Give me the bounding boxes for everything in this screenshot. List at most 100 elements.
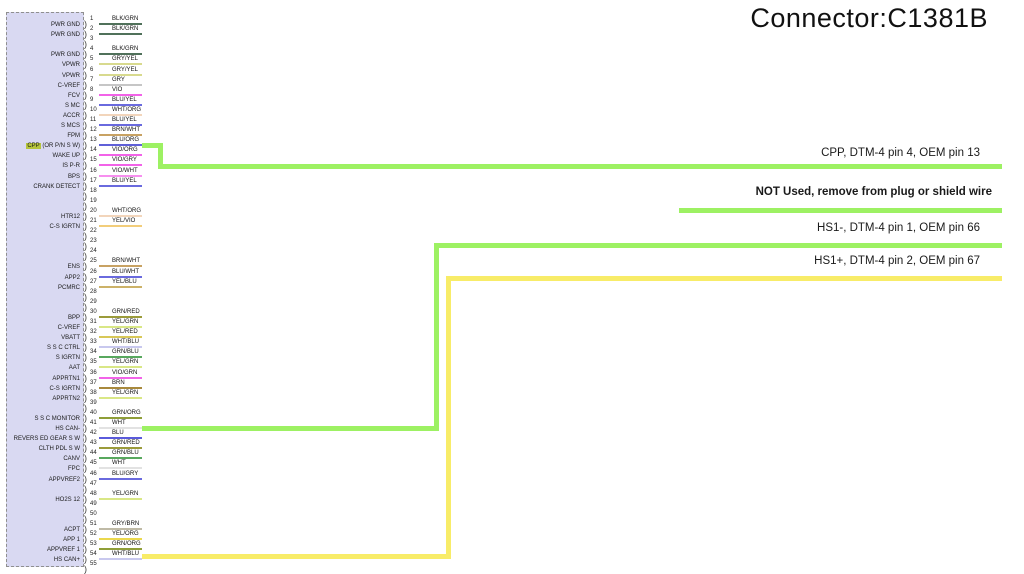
highlighted-signal: CPP <box>26 143 41 150</box>
cpp-wire-segment <box>158 163 1002 169</box>
signal-label: PCMRC <box>58 284 80 291</box>
wire-color-label: BLU/YEL <box>112 117 137 123</box>
signal-label: APPRTN1 <box>52 375 80 382</box>
pin-number: 16 <box>90 167 97 174</box>
pin-bracket: ) <box>84 271 87 282</box>
pin-number: 27 <box>90 278 97 285</box>
pin-bracket: ) <box>84 513 87 524</box>
wire-color-label: VIO/GRY <box>112 157 137 164</box>
pin-bracket: ) <box>84 59 87 70</box>
wire-stub <box>99 73 142 76</box>
pin-number: 14 <box>90 147 97 154</box>
pin-number: 17 <box>90 177 97 184</box>
signal-label: HO2S 12 <box>55 496 80 503</box>
hs1-plus-wire-segment <box>446 275 451 559</box>
signal-label: CPP (OR P/N S W) <box>8 143 80 150</box>
wire-stub <box>99 548 142 551</box>
wire-color-label: BLU/WHT <box>112 268 139 275</box>
pin-bracket: ) <box>84 463 87 474</box>
pin-bracket: ) <box>84 564 87 574</box>
pin-number: 44 <box>90 450 97 457</box>
wire-stub <box>99 134 142 137</box>
hs1-minus-wire-segment <box>142 425 439 431</box>
connector-body <box>6 12 84 567</box>
pin-bracket: ) <box>84 140 87 151</box>
pin-bracket: ) <box>84 120 87 130</box>
wire-stub <box>99 497 142 500</box>
pin-number: 22 <box>90 228 97 235</box>
wire-annotation: NOT Used, remove from plug or shield wir… <box>755 186 992 198</box>
signal-label: ACCR <box>62 112 80 119</box>
signal-label: ACPT <box>63 527 80 533</box>
signal-label: VPWR <box>62 62 80 69</box>
wire-color-label: GRY/YEL <box>112 56 138 63</box>
pin-number: 53 <box>90 541 97 548</box>
pin-number: 51 <box>90 521 97 527</box>
pin-number: 34 <box>90 349 97 356</box>
signal-label: C-VREF <box>57 82 80 89</box>
wire-color-label: GRN/RED <box>112 440 140 447</box>
pin-bracket: ) <box>84 190 87 201</box>
pin-number: 21 <box>90 218 97 224</box>
wire-stub <box>99 93 142 96</box>
wire-color-label: YEL/GRN <box>112 490 139 497</box>
signal-label: APP 1 <box>63 537 80 544</box>
wire-stub <box>99 33 142 36</box>
pin-number: 40 <box>90 409 97 416</box>
wire-stub <box>99 275 142 278</box>
signal-label: PWR GND <box>51 52 80 59</box>
wire-color-label: WHT <box>112 460 126 467</box>
signal-label: APP2 <box>64 274 80 281</box>
wire-stub <box>99 356 142 359</box>
pin-number: 46 <box>90 470 97 477</box>
wire-color-label: BLK/GRN <box>112 26 139 33</box>
pin-number: 4 <box>90 46 94 53</box>
pin-bracket: ) <box>84 554 87 565</box>
pin-number: 13 <box>90 137 97 144</box>
signal-label-rest: (OR P/N S W) <box>40 143 80 150</box>
cpp-wire-segment <box>158 142 163 169</box>
pin-bracket: ) <box>84 503 87 514</box>
signal-label: S MCS <box>60 123 80 129</box>
pin-bracket: ) <box>84 433 87 444</box>
signal-label: S MC <box>65 102 80 109</box>
pin-number: 26 <box>90 268 97 275</box>
pin-number: 35 <box>90 359 97 366</box>
pin-number: 30 <box>90 308 97 315</box>
pin-number: 24 <box>90 248 97 255</box>
wire-stub <box>99 184 142 187</box>
wire-stub <box>99 427 142 429</box>
wire-stub <box>99 437 142 440</box>
pin-number: 23 <box>90 238 97 245</box>
wire-stub <box>99 103 142 106</box>
wire-stub <box>99 326 142 328</box>
wire-color-label: VIO/ORG <box>112 147 138 154</box>
diagram-title: Connector:C1381B <box>750 3 988 33</box>
signal-label: BPS <box>67 173 80 180</box>
pin-bracket: ) <box>84 291 87 302</box>
signal-label: HS CAN+ <box>53 557 80 564</box>
signal-label: CRANK DETECT <box>33 183 80 190</box>
wire-stub <box>99 83 142 86</box>
wire-stub <box>99 376 142 379</box>
signal-label: C-S IGRTN <box>49 385 80 392</box>
wire-stub <box>99 528 142 530</box>
pin-number: 32 <box>90 329 97 336</box>
wire-color-label: WHT/ORG <box>112 207 141 214</box>
wire-color-label: VIO/GRN <box>112 369 138 376</box>
wire-stub <box>99 558 142 561</box>
pin-number: 11 <box>90 117 97 123</box>
signal-label: APPVREF 1 <box>46 547 80 554</box>
pin-number: 28 <box>90 288 97 295</box>
signal-label: APPVREF2 <box>48 476 80 483</box>
pin-bracket: ) <box>84 423 87 433</box>
pin-bracket: ) <box>84 241 87 252</box>
pin-number: 31 <box>90 319 97 325</box>
pin-bracket: ) <box>84 493 87 504</box>
pin-number: 25 <box>90 258 97 265</box>
pin-number: 29 <box>90 298 97 305</box>
signal-label: HTR12 <box>60 213 80 220</box>
pin-number: 55 <box>90 561 97 568</box>
signal-label: FCV <box>68 92 80 99</box>
wire-color-label: GRY <box>112 76 125 83</box>
